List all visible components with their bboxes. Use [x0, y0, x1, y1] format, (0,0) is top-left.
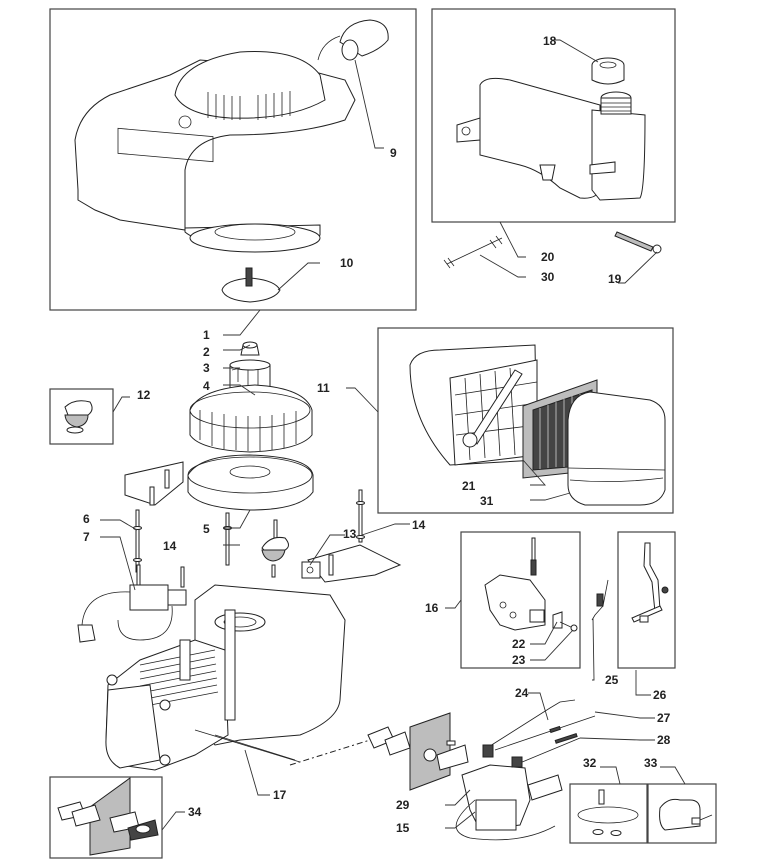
fuel-cap[interactable]	[591, 57, 625, 85]
callout-label-2: 2	[203, 345, 210, 359]
callout-label-14a: 14	[163, 539, 177, 553]
callout-label-9: 9	[390, 146, 397, 160]
air-filter-cover[interactable]	[567, 391, 666, 506]
air-filter-box	[377, 327, 674, 514]
mount-kit-box	[49, 388, 114, 445]
callout-label-20: 20	[541, 250, 555, 264]
callout-label-18: 18	[543, 34, 557, 48]
callout-label-25: 25	[605, 673, 619, 687]
callout-label-12: 12	[137, 388, 151, 402]
callout-label-34: 34	[188, 805, 202, 819]
flywheel[interactable]	[187, 454, 314, 511]
callout-label-31: 31	[480, 494, 494, 508]
callout-label-28: 28	[657, 733, 671, 747]
stud[interactable]	[356, 489, 365, 543]
governor-lever[interactable]	[631, 542, 669, 623]
shroud-plate[interactable]	[124, 461, 184, 506]
callout-label-17: 17	[273, 788, 287, 802]
float-kit[interactable]	[659, 798, 713, 831]
callout-label-3: 3	[203, 361, 210, 375]
mount-kit[interactable]	[64, 400, 93, 434]
callout-label-23: 23	[512, 653, 526, 667]
callout-label-4: 4	[203, 379, 210, 393]
float-kit-box	[647, 783, 717, 844]
callout-label-14b: 14	[412, 518, 426, 532]
switch-bracket[interactable]	[301, 544, 402, 583]
callout-label-13: 13	[343, 527, 357, 541]
engine-block[interactable]	[105, 584, 346, 771]
fuel-tank-box	[431, 8, 676, 223]
callout-label-15: 15	[396, 821, 410, 835]
double-stud[interactable]	[443, 235, 503, 269]
carburetor[interactable]	[455, 744, 563, 841]
governor-rod[interactable]	[489, 699, 576, 747]
recoil-starter-housing[interactable]	[74, 51, 356, 253]
callout-label-11: 11	[317, 381, 330, 395]
gasket-kit-box	[49, 776, 163, 859]
callout-label-29: 29	[396, 798, 410, 812]
governor-bracket-assembly[interactable]	[484, 537, 546, 631]
callout-label-7: 7	[83, 530, 90, 544]
callout-label-6: 6	[83, 512, 90, 526]
governor-lever-box	[617, 531, 676, 669]
callout-label-1: 1	[203, 328, 210, 342]
screw[interactable]	[559, 621, 578, 632]
callout-label-27: 27	[657, 711, 671, 725]
intake-gasket[interactable]	[367, 712, 469, 791]
gasket-kit[interactable]	[57, 777, 159, 856]
carb-gasket-kit-box	[569, 783, 648, 844]
long-stud[interactable]	[194, 729, 301, 763]
bolt[interactable]	[614, 231, 662, 254]
callout-label-26: 26	[653, 688, 667, 702]
link-spring[interactable]	[514, 733, 581, 766]
carburetor-gasket-kit[interactable]	[577, 789, 639, 836]
callout-label-24: 24	[515, 686, 529, 700]
starter-handle[interactable]	[317, 19, 389, 61]
spring[interactable]	[591, 579, 609, 621]
starter-group-box	[49, 8, 417, 311]
clip[interactable]	[552, 611, 563, 629]
stud[interactable]	[223, 512, 232, 566]
callout-label-10: 10	[340, 256, 354, 270]
stud-bolt[interactable]	[133, 509, 142, 573]
callout-label-30: 30	[541, 270, 555, 284]
assembly-axis-line	[289, 739, 371, 766]
fuel-tank[interactable]	[456, 77, 646, 201]
callout-label-19: 19	[608, 272, 622, 286]
engine-mount[interactable]	[261, 519, 289, 578]
callout-label-5: 5	[203, 522, 210, 536]
callout-label-22: 22	[512, 637, 526, 651]
callout-label-21: 21	[462, 479, 476, 493]
ignition-coil[interactable]	[77, 564, 187, 643]
callout-label-32: 32	[583, 756, 597, 770]
air-filter-assembly[interactable]	[409, 344, 538, 466]
leader-lines	[100, 39, 686, 831]
starter-pawl-plate[interactable]	[221, 267, 281, 303]
callout-label-16: 16	[425, 601, 439, 615]
cooling-fan[interactable]	[189, 384, 313, 453]
callout-label-33: 33	[644, 756, 658, 770]
choke-rod[interactable]	[494, 715, 596, 751]
